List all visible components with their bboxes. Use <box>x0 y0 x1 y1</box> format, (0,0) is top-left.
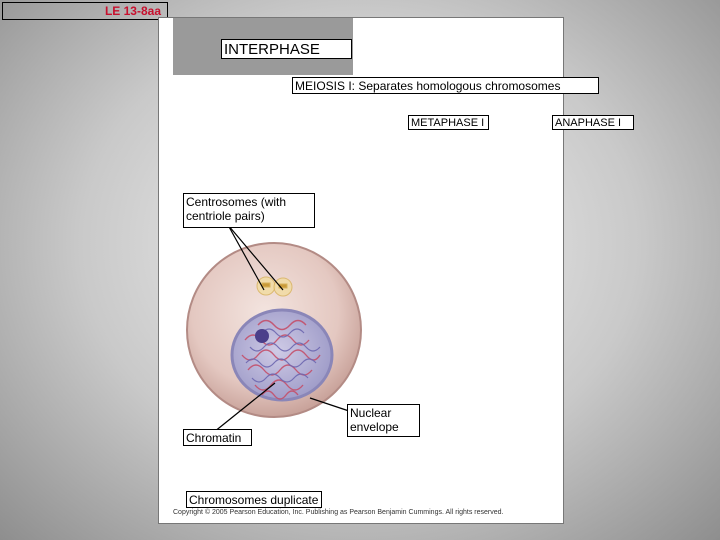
centrosome-leader-2 <box>227 224 284 291</box>
chromatin-leader <box>213 382 276 433</box>
centrosome-right <box>273 277 293 297</box>
chromosomes-duplicate-label: Chromosomes duplicate <box>186 491 322 508</box>
copyright-notice: Copyright © 2005 Pearson Education, Inc.… <box>173 509 504 516</box>
chromatin-label: Chromatin <box>183 429 252 446</box>
nuclear-envelope-leader <box>309 397 353 413</box>
anaphase-i-label: ANAPHASE I <box>552 115 634 130</box>
nucleolus <box>255 329 269 343</box>
meiosis-i-title: MEIOSIS I: Separates homologous chromoso… <box>292 77 599 94</box>
interphase-title: INTERPHASE <box>221 39 352 59</box>
nucleus <box>230 308 334 402</box>
centrosomes-label: Centrosomes (with centriole pairs) <box>183 193 315 228</box>
chromatin-strands-blue <box>245 328 321 383</box>
nuclear-envelope-label: Nuclear envelope <box>347 404 420 437</box>
metaphase-i-label: METAPHASE I <box>408 115 489 130</box>
centrosome-leader-1 <box>227 224 265 291</box>
slide-label: LE 13-8aa <box>2 2 168 20</box>
centrosome-left <box>256 276 276 296</box>
